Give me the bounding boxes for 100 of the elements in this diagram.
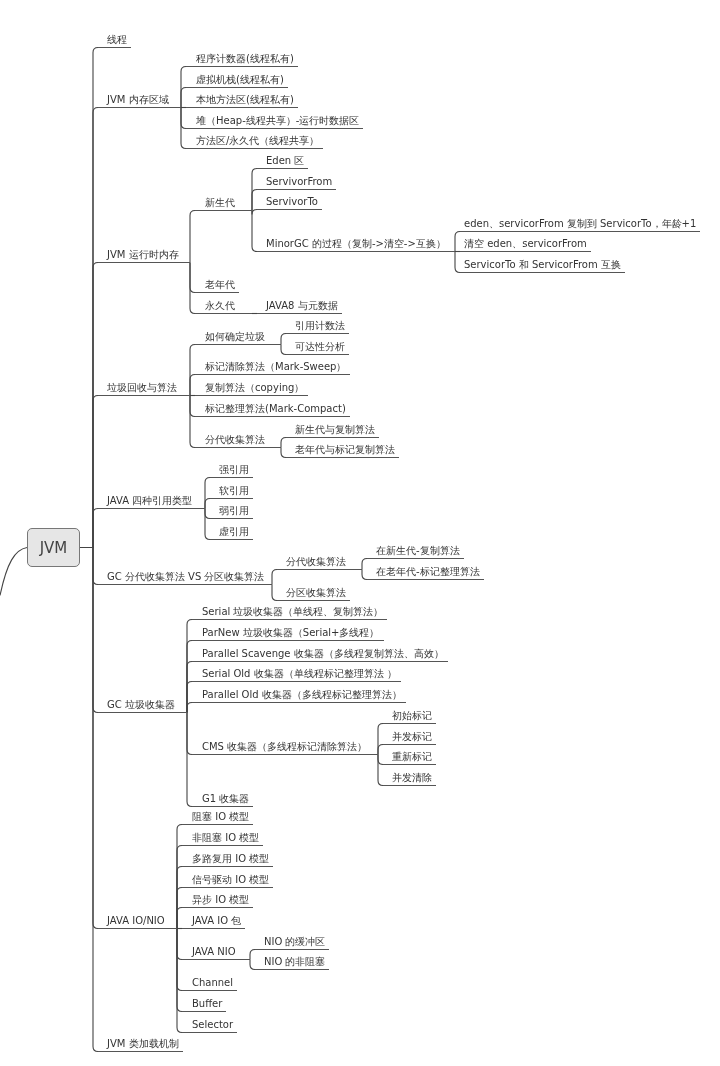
topic-label: JVM 内存区域 [98,93,181,108]
branch-line [280,343,287,356]
branch-line [377,743,384,756]
branch-line [251,209,258,253]
topic-label: 新生代 [195,196,252,211]
topic-label: 可达性分析 [286,340,349,355]
branch-line [180,86,187,109]
topic-label: 分区收集算法 [277,586,350,601]
topic-label: 分代收集算法 [277,555,362,570]
topic-label: 永久代 [195,299,252,314]
branch-line [0,546,28,597]
branch-line [251,188,258,212]
topic-label: ServivorFrom [257,175,337,190]
topic-label: 标记清除算法（Mark-Sweep） [195,360,351,375]
topic-label: 引用计数法 [286,319,349,334]
branch-line [176,927,183,1034]
topic-label: 在新生代-复制算法 [367,544,464,559]
topic-label: 标记整理算法(Mark-Compact) [195,402,350,417]
topic-label: GC 垃圾收集器 [98,698,187,713]
branch-line [176,927,183,930]
branch-line [280,446,287,459]
branch-line [186,711,193,808]
branch-line [361,568,368,581]
topic-label: 新生代与复制算法 [286,423,379,438]
branch-line [454,250,461,274]
topic-label: Selector [182,1018,238,1033]
topic-label: 本地方法区(线程私有) [186,93,298,108]
topic-label: JAVA IO/NIO [98,914,177,929]
topic-label: Eden 区 [257,154,309,169]
branch-line [280,332,287,346]
topic-label: JAVA NIO [182,945,250,960]
topic-label: ParNew 垃圾收集器（Serial+多线程） [192,626,384,641]
topic-label: 阻塞 IO 模型 [182,810,254,825]
topic-label: JVM 类加载机制 [98,1037,183,1052]
branch-line [189,209,196,264]
branch-line [454,250,461,253]
topic-label: 弱引用 [210,504,253,519]
branch-line [280,436,287,449]
topic-label: Parallel Scavenge 收集器（多线程复制算法、高效） [192,647,448,662]
branch-line [180,106,187,109]
root-topic-box: JVM [27,528,80,567]
topic-label: 虚拟机栈(线程私有) [186,73,288,88]
branch-line [204,497,211,510]
topic-label: 在老年代-标记整理算法 [367,565,484,580]
topic-label: G1 收集器 [192,792,254,807]
branch-line [189,261,196,315]
branch-line [251,312,258,315]
topic-label: 老年代与标记复制算法 [286,443,399,458]
branch-line [361,557,368,571]
topic-label: 程序计数器(线程私有) [186,52,298,67]
topic-label: NIO 的非阻塞 [255,955,330,970]
topic-label: Serial Old 收集器（单线程标记整理算法 ） [192,667,401,682]
topic-label: ServicorTo 和 ServicorFrom 互换 [460,258,625,273]
topic-label: 非阻塞 IO 模型 [182,831,264,846]
branch-line [271,568,278,586]
topic-label: 方法区/永久代（线程共享） [186,134,324,149]
branch-line [377,753,384,787]
topic-label: 如何确定垃圾 [195,330,281,345]
branch-line [180,106,187,150]
branch-line [189,373,196,397]
topic-label: 垃圾回收与算法 [98,381,190,396]
topic-label: JAVA 四种引用类型 [98,494,205,509]
topic-label: 重新标记 [383,750,436,765]
topic-label: 强引用 [210,463,253,478]
topic-label: CMS 收集器（多线程标记清除算法） [192,740,378,755]
branch-line [186,701,193,714]
topic-label: ServivorTo [257,195,322,210]
topic-label: Serial 垃圾收集器（单线程、复制算法） [192,605,388,620]
topic-label: MinorGC 的过程（复制->清空->互换） [257,237,455,252]
topic-label: Parallel Old 收集器（多线程标记整理算法） [192,688,406,703]
topic-label: GC 分代收集算法 VS 分区收集算法 [98,570,272,585]
topic-label: 并发清除 [383,771,436,786]
branch-line [249,958,256,971]
topic-label: 分代收集算法 [195,433,281,448]
topic-label: 软引用 [210,484,253,499]
topic-label: 多路复用 IO 模型 [182,852,274,867]
topic-label: 虚引用 [210,525,253,540]
topic-label: 清空 eden、servicorFrom [460,237,591,252]
topic-label: 初始标记 [383,709,436,724]
branch-line [204,507,211,541]
topic-label: 线程 [98,33,131,48]
branch-line [271,583,278,602]
topic-label: 堆（Heap-线程共享）-运行时数据区 [186,114,364,129]
branch-line [454,230,461,253]
topic-label: 复制算法（copying） [195,381,309,396]
topic-label: 信号驱动 IO 模型 [182,873,274,888]
topic-label: Channel [182,976,238,991]
branch-line [189,394,196,449]
branch-line [176,906,183,930]
topic-label: 异步 IO 模型 [182,893,254,908]
topic-label: 并发标记 [383,730,436,745]
topic-label: JVM 运行时内存 [98,248,190,263]
topic-label: NIO 的缓冲区 [255,935,330,950]
topic-label: JAVA8 与元数据 [257,299,342,314]
topic-label: eden、servicorFrom 复制到 ServicorTo，年龄+1 [460,217,701,232]
topic-label: 老年代 [195,278,239,293]
topic-label: Buffer [182,997,227,1012]
topic-label: JAVA IO 包 [182,914,246,929]
branch-line [249,948,256,961]
branch-line [189,394,196,397]
